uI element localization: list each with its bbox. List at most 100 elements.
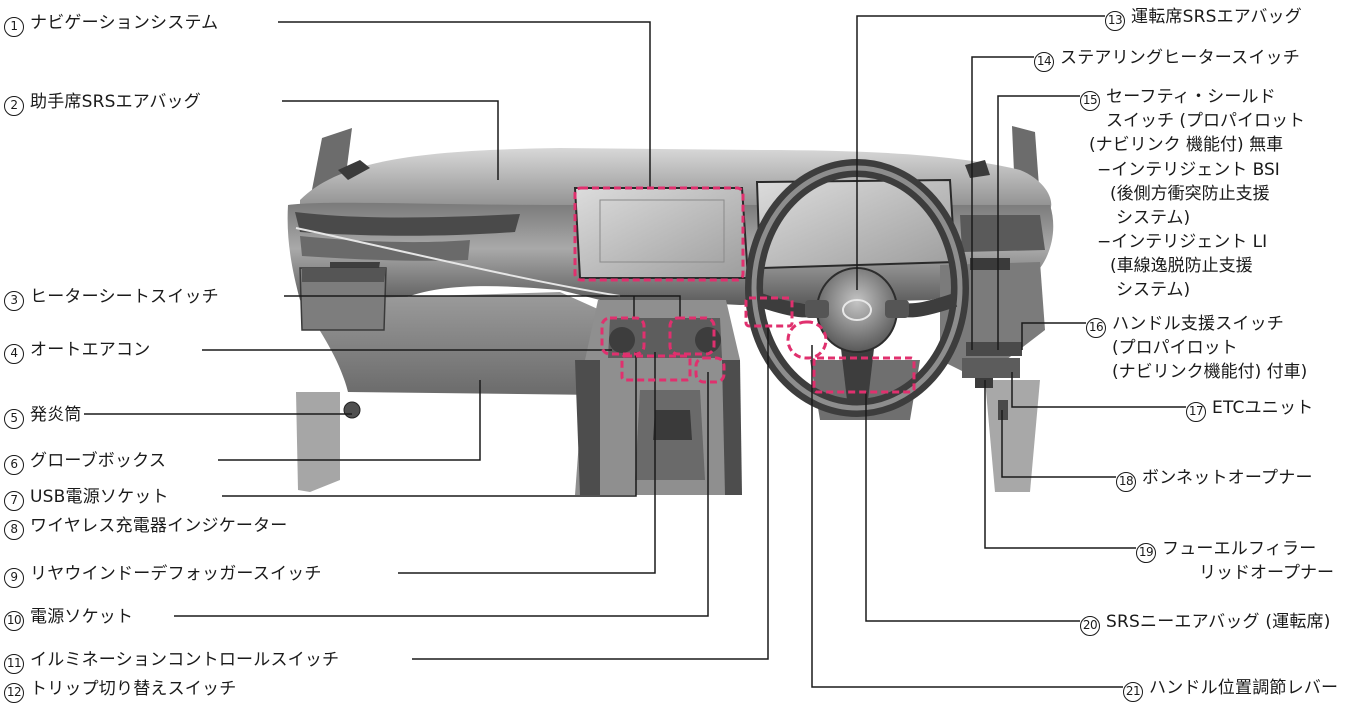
label-heater-seat-switch: 3 ヒーターシートスイッチ [4,287,219,311]
label-passenger-airbag: 2 助手席SRSエアバッグ [4,92,201,116]
leader-line-l15 [997,95,1080,350]
callout-number: 4 [4,344,24,364]
leader-line-l19 [984,380,1136,549]
label-navigation-system: 1 ナビゲーションシステム [4,13,218,37]
leader-line-l10 [174,372,709,617]
label-auto-aircon: 4 オートエアコン [4,340,150,364]
leader-line-l9 [398,352,656,574]
leader-line-l2 [282,100,499,180]
label-safety-shield-line-5: システム) [1116,208,1191,228]
label-text: グローブボックス [30,451,167,471]
label-text: イルミネーションコントロールスイッチ [30,650,340,670]
label-text: ETCユニット [1212,398,1314,418]
highlight-power-socket [694,356,726,384]
highlight-knee-airbag [812,356,916,394]
callout-number: 15 [1080,91,1100,111]
callout-number: 17 [1186,402,1206,422]
label-usb-socket: 7 USB電源ソケット [4,487,169,511]
label-text: ボンネットオープナー [1142,468,1313,488]
label-text: ステアリングヒータースイッチ [1060,48,1300,68]
label-text: ハンドル支援スイッチ [1112,314,1284,334]
label-safety-shield-line-2: (ナビリンク 機能付) 無車 [1089,135,1284,155]
label-driver-airbag: 13 運転席SRSエアバッグ [1105,7,1302,31]
label-flare: 5 発炎筒 [4,405,82,429]
highlight-illumination-trip [744,296,794,328]
callout-number: 21 [1123,682,1143,702]
leader-line-l16 [1021,322,1086,350]
label-text: 発炎筒 [30,405,82,425]
leader-line-l1 [278,21,651,188]
label-steering-position-lever: 21 ハンドル位置調節レバー [1123,678,1338,702]
label-safety-shield-line-3: −インテリジェント BSI [1097,160,1280,180]
callout-number: 9 [4,568,24,588]
callout-number: 2 [4,96,24,116]
leader-line-l11 [412,325,769,660]
leader-line-l21 [811,345,1123,688]
label-safety-shield-line-7: (車線逸脱防止支援 [1110,256,1253,276]
label-etc-unit: 17 ETCユニット [1186,398,1313,422]
label-trip-switch: 12 トリップ切り替えスイッチ [4,679,236,703]
label-text: トリップ切り替えスイッチ [30,679,237,699]
label-text: リヤウインドーデフォッガースイッチ [30,564,322,584]
label-safety-shield-line-8: システム) [1116,280,1191,300]
label-text: SRSニーエアバッグ (運転席) [1106,612,1331,632]
label-fuel-filler-lid-opener: 19 フューエルフィラー [1136,539,1316,563]
callout-number: 11 [4,654,24,674]
label-text: 運転席SRSエアバッグ [1131,7,1302,27]
callout-number: 5 [4,409,24,429]
leader-line-l6 [218,380,481,461]
label-text: フューエルフィラー [1162,539,1317,559]
label-steering-assist-line-1: (プロパイロット [1112,338,1238,358]
callout-number: 20 [1080,616,1100,636]
callout-number: 6 [4,455,24,475]
label-text: ヒーターシートスイッチ [30,287,219,307]
leader-line-l3 [284,295,681,318]
label-bonnet-opener: 18 ボンネットオープナー [1116,468,1313,492]
label-text: 電源ソケット [30,607,134,627]
callout-number: 13 [1105,11,1125,31]
highlight-steering-lever [786,320,828,360]
label-text: ナビゲーションシステム [30,13,219,33]
highlight-heater-seat-right [668,316,716,356]
label-text: オートエアコン [30,340,151,360]
label-fuel-filler-line-1: リッドオープナー [1199,563,1334,583]
label-text: ハンドル位置調節レバー [1149,678,1339,698]
label-text: 助手席SRSエアバッグ [30,92,201,112]
label-steering-assist-switch: 16 ハンドル支援スイッチ [1086,314,1284,338]
highlight-heater-seat-left [600,316,646,356]
label-text: USB電源ソケット [30,487,169,507]
leader-line-l17 [1011,372,1186,408]
label-power-socket: 10 電源ソケット [4,607,133,631]
callout-number: 3 [4,291,24,311]
label-text: セーフティ・シールド [1106,87,1276,107]
label-safety-shield-line-6: −インテリジェント LI [1097,232,1268,252]
leader-line-l20 [865,392,1080,622]
callout-number: 1 [4,17,24,37]
callout-number: 8 [4,520,24,540]
callout-number: 10 [4,611,24,631]
leader-line-l14 [971,56,1034,350]
callout-number: 16 [1086,318,1106,338]
leader-line-l18 [1001,410,1116,478]
label-safety-shield-line-4: (後側方衝突防止支援 [1110,184,1270,204]
highlight-usb-wireless [620,354,692,382]
label-knee-airbag: 20 SRSニーエアバッグ (運転席) [1080,612,1331,636]
leader-line-l13 [856,15,1105,290]
label-rear-defogger-switch: 9 リヤウインドーデフォッガースイッチ [4,564,322,588]
label-safety-shield-switch: 15 セーフティ・シールド [1080,87,1276,111]
label-steering-assist-line-2: (ナビリンク機能付) 付車) [1112,362,1308,382]
leader-line-l7 [222,352,637,497]
callout-number: 18 [1116,472,1136,492]
highlight-navigation [573,186,745,282]
label-safety-shield-line-1: スイッチ (プロパイロット [1106,111,1306,131]
label-glove-box: 6 グローブボックス [4,451,166,475]
callout-number: 19 [1136,543,1156,563]
callout-number: 7 [4,491,24,511]
callout-number: 12 [4,683,24,703]
label-illumination-control-switch: 11 イルミネーションコントロールスイッチ [4,650,339,674]
